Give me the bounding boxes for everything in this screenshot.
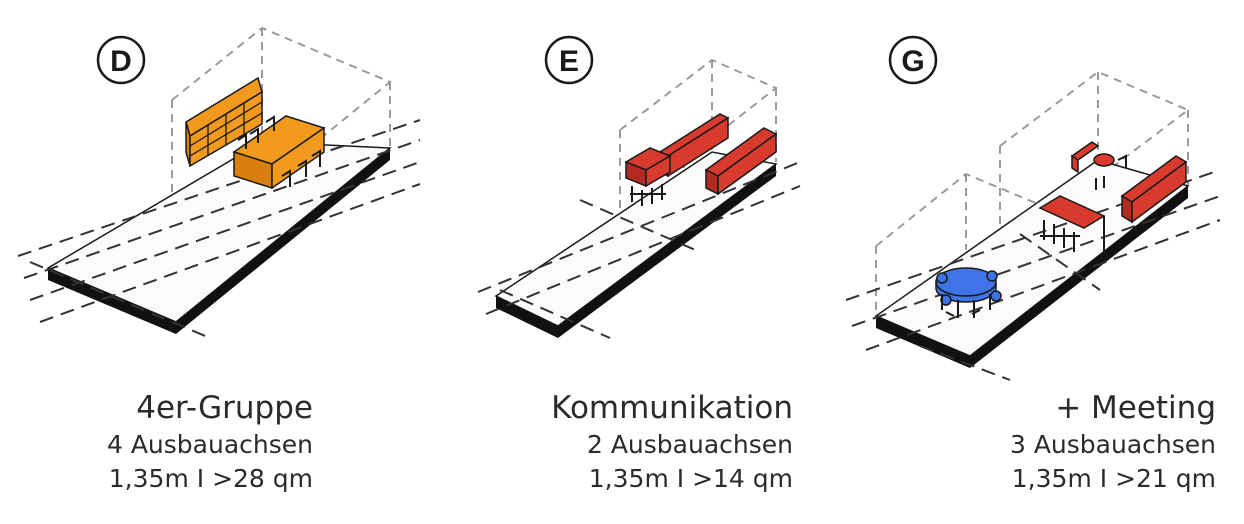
module-g-title: + Meeting [1055, 390, 1216, 426]
module-d-badge: D [96, 35, 146, 85]
svg-text:D: D [110, 45, 132, 78]
module-d-caption: 4er-Gruppe 4 Ausbauachsen 1,35m I >28 qm [107, 388, 313, 496]
module-e-axes [477, 161, 801, 339]
module-d-axes [17, 119, 421, 339]
module-g-badge: G [888, 35, 938, 85]
module-d-slab [46, 141, 392, 334]
module-e-caption: Kommunikation 2 Ausbauachsen 1,35m I >14… [551, 388, 793, 496]
svg-text:G: G [901, 45, 924, 78]
module-e-axes-count: 2 Ausbauachsen [586, 430, 793, 459]
module-d-drawing: D [17, 26, 421, 339]
module-g-caption: + Meeting 3 Ausbauachsen 1,35m I >21 qm [1010, 388, 1216, 496]
module-g-dimensions: 1,35m I >21 qm [1011, 464, 1216, 493]
svg-text:E: E [559, 45, 579, 78]
module-d-furniture [185, 76, 326, 190]
module-g-drawing: G [845, 35, 1221, 381]
module-d-axes-count: 4 Ausbauachsen [106, 430, 313, 459]
module-e-dimensions: 1,35m I >14 qm [588, 464, 793, 493]
module-e-badge: E [544, 35, 594, 85]
module-e-furniture [624, 113, 778, 206]
module-e-drawing: E [477, 35, 801, 339]
module-e-slab [494, 151, 778, 338]
module-d-title: 4er-Gruppe [136, 390, 313, 426]
module-g-furniture [935, 141, 1188, 318]
module-g-axes [845, 169, 1221, 381]
module-d-dimensions: 1,35m I >28 qm [108, 464, 313, 493]
module-g-axes-count: 3 Ausbauachsen [1009, 430, 1216, 459]
module-e-title: Kommunikation [551, 390, 793, 426]
